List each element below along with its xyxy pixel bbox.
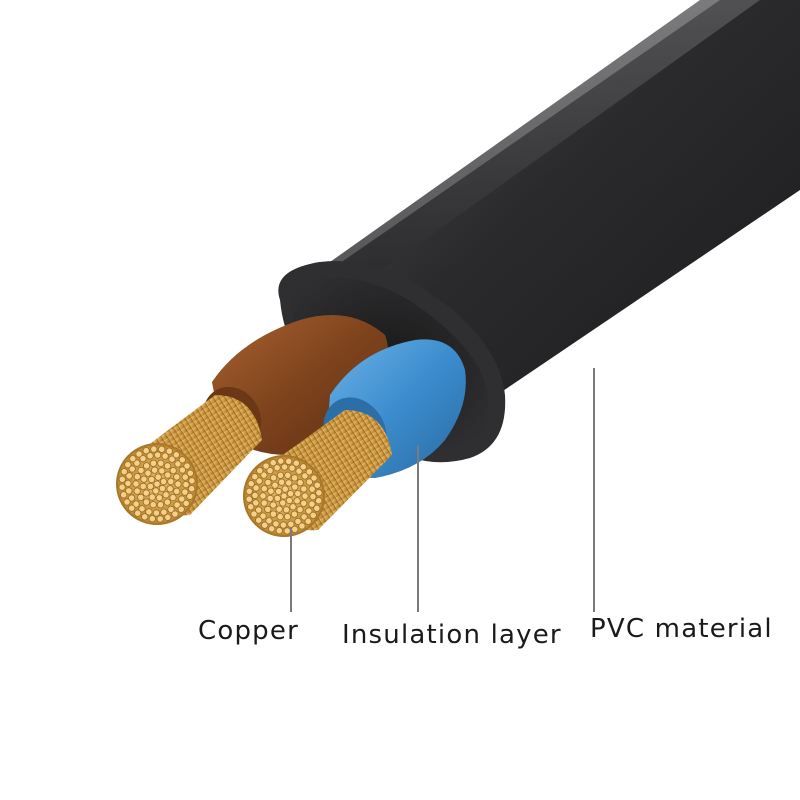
copper-label: Copper (198, 616, 299, 646)
insulation-layer-label: Insulation layer (342, 620, 562, 650)
copper-strands-right (243, 410, 392, 537)
copper-strands-left (116, 395, 262, 525)
pvc-material-label: PVC material (590, 614, 773, 644)
